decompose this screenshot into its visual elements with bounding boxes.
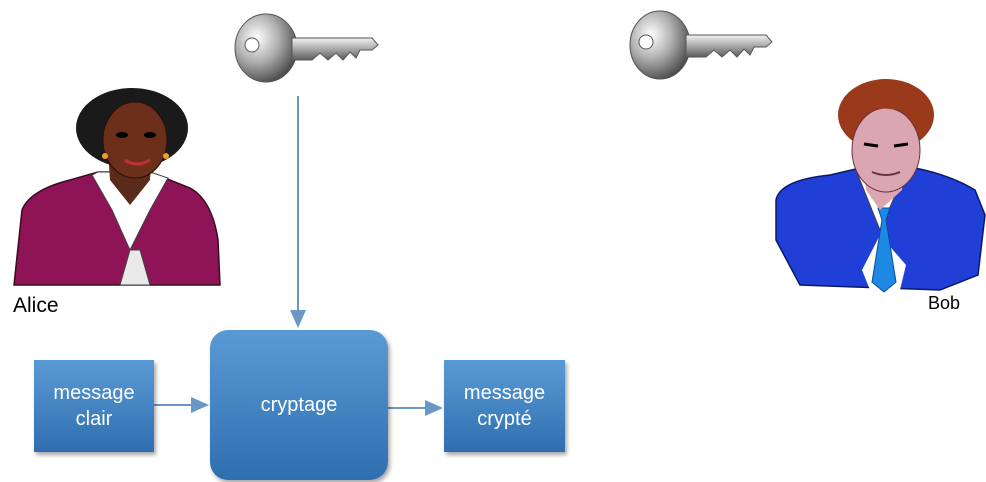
alice-label: Alice — [13, 294, 59, 317]
encryption-label: cryptage — [260, 394, 338, 416]
plain-message-box: message clair — [34, 360, 154, 452]
alice-avatar — [13, 88, 221, 286]
encrypted-message-box: message crypté — [444, 360, 565, 452]
plain-message-label: message clair — [53, 382, 135, 430]
encryption-box: cryptage — [210, 330, 388, 480]
key-icon-left — [234, 13, 379, 83]
encrypted-message-label: message crypté — [463, 382, 546, 430]
bob-avatar — [775, 79, 986, 293]
bob-label: Bob — [928, 293, 961, 313]
key-icon-right — [629, 10, 773, 80]
